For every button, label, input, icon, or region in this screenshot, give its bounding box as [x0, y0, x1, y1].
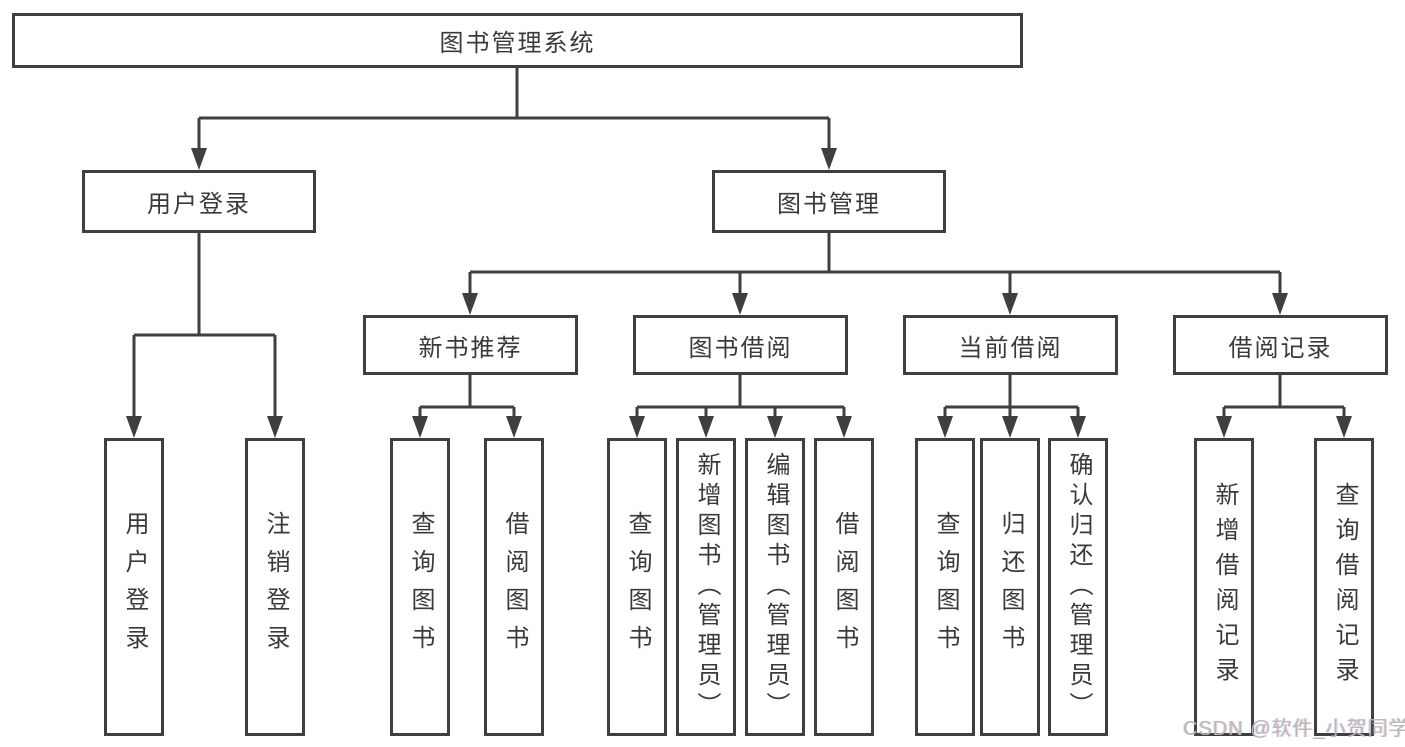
node-user-login: 用户登录 [82, 170, 316, 233]
leaf-user-login: 用户登录 [104, 438, 164, 736]
arrow-down-icon [937, 416, 953, 438]
leaf-borrow-books-recommend: 借阅图书 [484, 438, 544, 736]
arrow-down-icon [698, 416, 714, 438]
leaf-add-borrow-record-label: 新增借阅记录 [1211, 482, 1238, 692]
leaf-query-borrow-record-label: 查询借阅记录 [1331, 482, 1358, 692]
node-book-borrowing: 图书借阅 [633, 315, 848, 375]
leaf-return-books: 归还图书 [980, 438, 1040, 736]
node-book-borrowing-label: 图书借阅 [688, 334, 793, 362]
arrow-down-icon [836, 416, 852, 438]
leaf-add-books-admin-label: 新增图书（管理员） [693, 452, 720, 722]
connector-book-borrowing-to-leaves [635, 375, 846, 417]
leaf-edit-books-admin-label: 编辑图书（管理员） [762, 452, 789, 722]
connector-book-management-to-level3 [468, 233, 1282, 294]
arrow-down-icon [629, 416, 645, 438]
arrow-down-icon [267, 416, 283, 438]
leaf-add-books-admin: 新增图书（管理员） [676, 438, 736, 736]
arrow-down-icon [732, 293, 748, 315]
connector-borrowing-records-to-leaves [1222, 375, 1346, 417]
csdn-watermark: CSDN @软件_小贺同学 [1183, 718, 1405, 740]
leaf-confirm-return-admin-label: 确认归还（管理员） [1065, 452, 1092, 722]
leaf-query-books-current-label: 查询图书 [932, 511, 959, 663]
arrow-down-icon [767, 416, 783, 438]
leaf-add-borrow-record: 新增借阅记录 [1194, 438, 1254, 736]
node-borrowing-records-label: 借阅记录 [1228, 334, 1333, 362]
arrow-down-icon [1002, 416, 1018, 438]
arrow-down-icon [1336, 416, 1352, 438]
arrow-down-icon [1070, 416, 1086, 438]
leaf-return-books-label: 归还图书 [997, 511, 1024, 663]
connector-root-to-level2 [197, 68, 831, 149]
leaf-edit-books-admin: 编辑图书（管理员） [745, 438, 805, 736]
connector-current-borrowing-to-leaves [943, 375, 1080, 417]
leaf-logout-login-label: 注销登录 [262, 511, 289, 663]
leaf-query-books-current: 查询图书 [915, 438, 975, 736]
leaf-user-login-label: 用户登录 [121, 511, 148, 663]
node-current-borrowing-label: 当前借阅 [958, 334, 1063, 362]
node-new-book-recommend-label: 新书推荐 [418, 334, 523, 362]
arrow-down-icon [412, 416, 428, 438]
arrow-down-icon [462, 293, 478, 315]
leaf-borrow-books-borrowing: 借阅图书 [814, 438, 874, 736]
arrow-down-icon [191, 148, 207, 170]
arrow-down-icon [1216, 416, 1232, 438]
leaf-confirm-return-admin: 确认归还（管理员） [1048, 438, 1108, 736]
connector-user-login-to-leaves [132, 233, 277, 417]
arrow-down-icon [1272, 293, 1288, 315]
leaf-borrow-books-recommend-label: 借阅图书 [501, 511, 528, 663]
leaf-query-books-recommend: 查询图书 [390, 438, 450, 736]
leaf-query-borrow-record: 查询借阅记录 [1314, 438, 1374, 736]
arrow-down-icon [821, 148, 837, 170]
arrow-down-icon [1002, 293, 1018, 315]
leaf-query-books-borrowing-label: 查询图书 [624, 511, 651, 663]
arrow-down-icon [506, 416, 522, 438]
node-book-management: 图书管理 [712, 170, 946, 233]
node-root: 图书管理系统 [12, 13, 1023, 68]
node-user-login-label: 用户登录 [147, 191, 251, 218]
leaf-logout-login: 注销登录 [245, 438, 305, 736]
node-root-label: 图书管理系统 [439, 30, 596, 57]
leaf-query-books-borrowing: 查询图书 [607, 438, 667, 736]
connector-new-book-to-leaves [418, 375, 516, 417]
leaf-borrow-books-borrowing-label: 借阅图书 [831, 511, 858, 663]
node-new-book-recommend: 新书推荐 [363, 315, 578, 375]
node-borrowing-records: 借阅记录 [1173, 315, 1388, 375]
arrow-down-icon [126, 416, 142, 438]
node-book-management-label: 图书管理 [777, 191, 881, 218]
leaf-query-books-recommend-label: 查询图书 [407, 511, 434, 663]
node-current-borrowing: 当前借阅 [903, 315, 1118, 375]
